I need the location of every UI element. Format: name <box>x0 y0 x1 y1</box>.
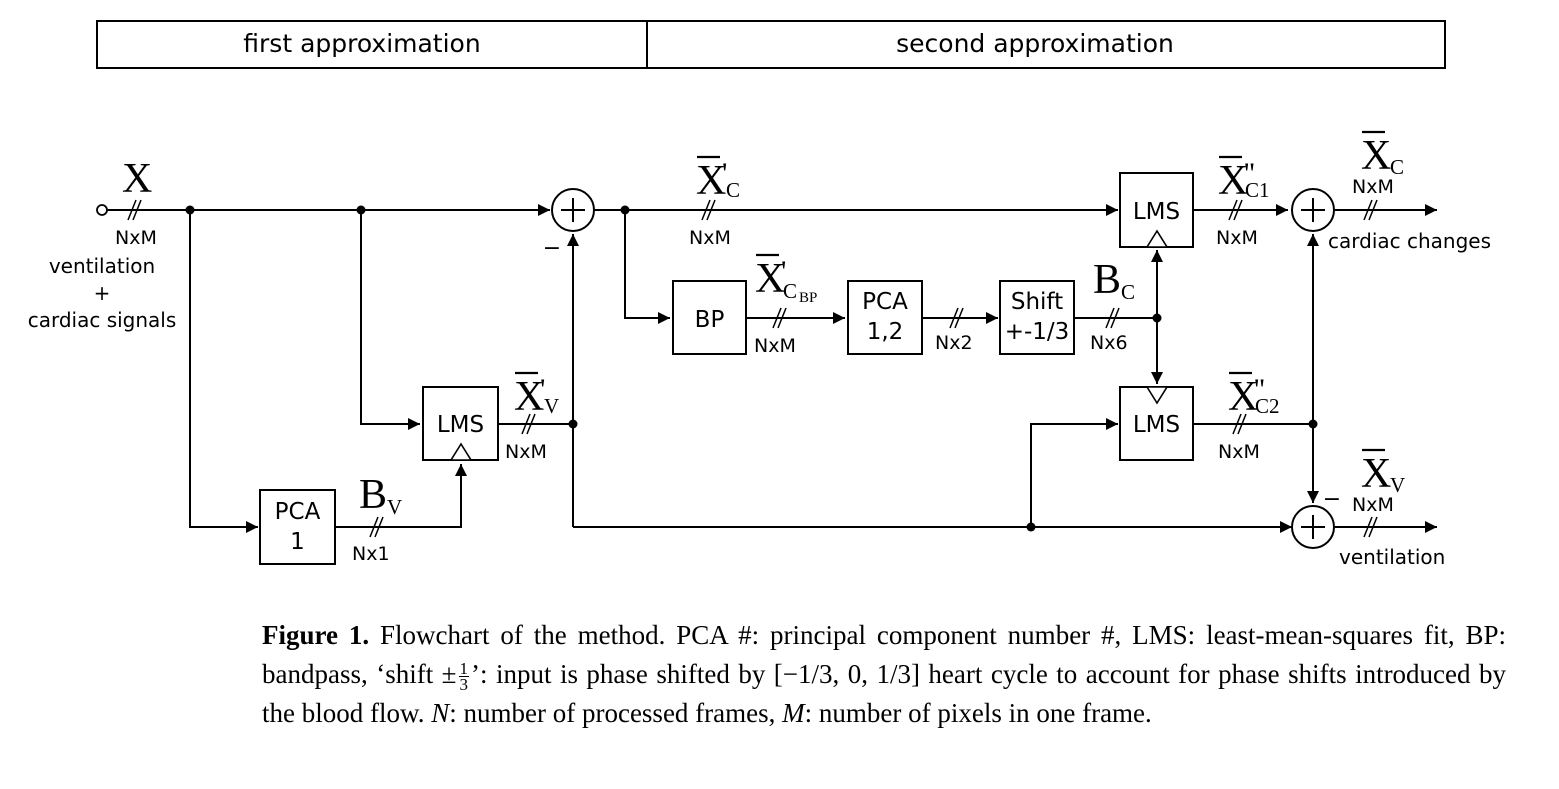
signal-bv: B <box>359 472 387 518</box>
first-approximation-box <box>96 20 648 69</box>
caption-symbol-m: M <box>782 698 805 728</box>
signal-xv-output: X <box>1361 451 1391 497</box>
signal-xc-output: X <box>1361 133 1391 179</box>
wires <box>107 204 1437 533</box>
junction-dot <box>1026 522 1036 532</box>
cardiac-changes-label: cardiac changes <box>1328 229 1491 253</box>
junction-dot <box>1308 419 1318 429</box>
second-approximation-box <box>646 20 1446 69</box>
block-lms-ventilation: LMS <box>422 386 499 461</box>
caption-text: Flowchart of the method. PCA #: principa… <box>262 620 1506 689</box>
junction-dot <box>185 205 195 215</box>
signal-xv-prime: X <box>514 374 544 420</box>
dim-label: Nx2 <box>935 332 973 354</box>
signal-xc-prime: X <box>696 158 726 204</box>
flowchart-diagram: first approximation second approximation <box>28 20 1491 569</box>
dim-label: Nx1 <box>352 543 390 565</box>
signal-xc1: X <box>1218 158 1248 204</box>
pca12-label-line1: PCA <box>862 289 908 315</box>
svg-text:BP: BP <box>799 290 817 306</box>
svg-text:C1: C1 <box>1245 178 1270 202</box>
dim-label: NxM <box>689 227 731 249</box>
svg-text:': ' <box>781 255 786 288</box>
svg-text:C: C <box>1390 155 1404 179</box>
bp-label: BP <box>695 307 725 333</box>
svg-text:'': '' <box>1254 373 1265 406</box>
wire-to-pca1 <box>189 210 258 533</box>
dim-label: NxM <box>1352 494 1394 516</box>
signal-xc-bp: X <box>755 256 785 302</box>
bus-slashes <box>127 199 1378 538</box>
block-bp: BP <box>672 280 747 355</box>
svg-text:': ' <box>540 373 545 406</box>
shift-label-line2: +-1/3 <box>1005 319 1070 345</box>
block-pca-1-2: PCA 1,2 <box>847 280 923 355</box>
caption-text: ’: input is phase shifted by [−1/3, 0, 1… <box>262 659 1506 728</box>
wire-bv-to-lms-v <box>335 464 467 528</box>
svg-text:C: C <box>726 178 740 202</box>
pca1-label-line2: 1 <box>290 529 305 555</box>
input-label-line2: + <box>94 281 111 305</box>
approximation-header: first approximation second approximation <box>96 20 1446 69</box>
dim-label: NxM <box>505 441 547 463</box>
dim-label: NxM <box>754 335 796 357</box>
signal-symbols: X X ' C X ' C BP B C X ' V B V X '' C1 X… <box>122 130 1405 519</box>
dim-label: Nx6 <box>1090 332 1128 354</box>
input-label-line1: ventilation <box>49 254 155 278</box>
second-approximation-label: second approximation <box>896 29 1174 58</box>
lms-c1-label: LMS <box>1133 199 1180 225</box>
pca1-label-line1: PCA <box>275 499 321 525</box>
sum-junction-3 <box>1291 505 1335 549</box>
svg-text:C: C <box>783 279 797 303</box>
sum-junction-2 <box>1291 188 1335 232</box>
caption-label: Figure 1. <box>262 620 370 650</box>
dim-label: NxM <box>1218 441 1260 463</box>
sum-junction-1 <box>551 188 595 232</box>
wire-xv-to-lms-c2 <box>1030 418 1118 527</box>
input-terminal <box>96 204 108 216</box>
minus-sign-sum3: − <box>1323 487 1341 512</box>
signal-xc2: X <box>1228 374 1258 420</box>
figure-caption: Figure 1. Flowchart of the method. PCA #… <box>262 616 1506 733</box>
block-shift: Shift +-1/3 <box>999 280 1075 355</box>
dimension-labels: NxM NxM NxM Nx2 Nx6 NxM Nx1 NxM NxM NxM … <box>115 176 1394 565</box>
caption-text: : number of processed frames, <box>449 698 783 728</box>
block-lms-c2: LMS <box>1119 386 1194 461</box>
dim-label: NxM <box>1352 176 1394 198</box>
signal-x: X <box>122 156 152 202</box>
caption-symbol-n: N <box>431 698 450 728</box>
io-labels: ventilation + cardiac signals cardiac ch… <box>28 229 1491 569</box>
minus-sign-sum1: − <box>543 236 561 261</box>
block-lms-c1: LMS <box>1119 172 1194 248</box>
wire-to-lms-v <box>360 210 420 430</box>
wire-to-bp <box>624 210 670 324</box>
lms-v-label: LMS <box>437 412 484 438</box>
junction-dot <box>1152 313 1162 323</box>
shift-label-line1: Shift <box>1011 289 1063 315</box>
svg-text:C2: C2 <box>1255 394 1280 418</box>
input-label-line3: cardiac signals <box>28 308 177 332</box>
junction-dot <box>356 205 366 215</box>
caption-text: : number of pixels in one frame. <box>804 698 1152 728</box>
svg-text:V: V <box>1390 473 1405 497</box>
svg-text:V: V <box>544 394 559 418</box>
signal-bc: B <box>1093 257 1121 303</box>
dim-label: NxM <box>1216 227 1258 249</box>
svg-text:V: V <box>387 495 402 519</box>
svg-text:'': '' <box>1244 157 1255 190</box>
dim-label: NxM <box>115 227 157 249</box>
junction-dot <box>568 419 578 429</box>
svg-text:': ' <box>722 157 727 190</box>
svg-text:C: C <box>1121 280 1135 304</box>
block-pca-1: PCA 1 <box>259 489 336 565</box>
junctions <box>96 204 1318 532</box>
ventilation-output-label: ventilation <box>1339 545 1445 569</box>
pca12-label-line2: 1,2 <box>867 319 904 345</box>
lms-c2-label: LMS <box>1133 412 1180 438</box>
first-approximation-label: first approximation <box>243 29 480 58</box>
junction-dot <box>620 205 630 215</box>
